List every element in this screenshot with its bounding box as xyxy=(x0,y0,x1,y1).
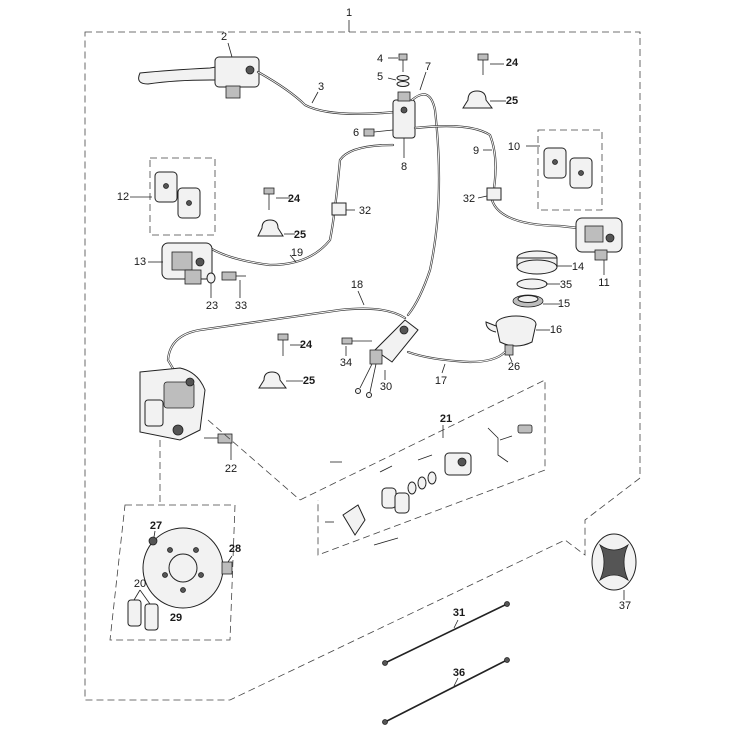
rear-caliper-link xyxy=(207,419,301,501)
callout-c35: 35 xyxy=(560,279,572,291)
callout-c29: 29 xyxy=(170,612,182,624)
assembly-boundary xyxy=(84,31,641,701)
pads-20[interactable] xyxy=(127,599,159,631)
callout-c8: 8 xyxy=(401,161,407,173)
callout-c22: 22 xyxy=(225,463,237,475)
washer-23 xyxy=(206,272,216,284)
clamp-32-right xyxy=(486,187,502,201)
callout-c17: 17 xyxy=(435,375,447,387)
callout-c23: 23 xyxy=(206,300,218,312)
callout-c24b: 24 xyxy=(506,57,519,69)
callout-c36: 36 xyxy=(453,667,465,679)
bolt-24-mid xyxy=(277,333,289,356)
cable-36[interactable] xyxy=(382,657,510,725)
callout-c13: 13 xyxy=(134,256,146,268)
proportioning-valve[interactable] xyxy=(392,91,416,158)
callout-c16: 16 xyxy=(550,324,562,336)
pads-box-left xyxy=(149,157,216,236)
bolt-6 xyxy=(363,128,394,137)
callout-c21: 21 xyxy=(440,413,452,425)
bolt-4 xyxy=(388,53,408,72)
bolt-24-top xyxy=(477,53,489,75)
bolt-28 xyxy=(221,561,233,575)
callout-c11: 11 xyxy=(598,277,609,289)
callout-c25c: 25 xyxy=(303,375,315,387)
diaphragm-15 xyxy=(512,294,544,308)
repair-kit-box xyxy=(299,379,546,556)
bolt-22 xyxy=(204,433,233,460)
callout-c20: 20 xyxy=(134,578,146,590)
callout-c30: 30 xyxy=(380,381,392,393)
callout-c1: 1 xyxy=(346,7,352,19)
callout-c19: 19 xyxy=(291,247,303,259)
master-cylinder-30[interactable] xyxy=(355,319,419,398)
bolt-33 xyxy=(221,271,246,298)
nut-27 xyxy=(148,536,158,546)
callout-c32a: 32 xyxy=(359,205,371,217)
callout-c24c: 24 xyxy=(300,339,313,351)
callout-c14: 14 xyxy=(572,261,584,273)
reservoir-16[interactable] xyxy=(485,315,537,347)
disc-box xyxy=(109,504,236,641)
brake-disc-29[interactable] xyxy=(142,527,224,609)
callout-c5: 5 xyxy=(377,71,383,83)
callout-c12: 12 xyxy=(117,191,129,203)
clip-25-left xyxy=(257,219,284,237)
pads-box-right xyxy=(537,129,603,211)
disc-guard-37[interactable] xyxy=(591,533,637,591)
clip-25-top xyxy=(462,90,493,109)
callout-c2: 2 xyxy=(221,31,227,43)
callout-c34: 34 xyxy=(340,357,352,369)
callout-c37: 37 xyxy=(619,600,631,612)
gasket-35 xyxy=(516,278,548,290)
brake-lever[interactable] xyxy=(138,42,260,99)
clamp-32-left xyxy=(331,202,347,216)
callout-c6: 6 xyxy=(353,127,359,139)
callout-c33: 33 xyxy=(235,300,247,312)
callout-c9: 9 xyxy=(473,145,479,157)
clip-25-mid xyxy=(258,371,287,389)
repair-kit-21[interactable] xyxy=(325,424,533,546)
callout-c25a: 25 xyxy=(294,229,306,241)
brake-pads-12[interactable] xyxy=(154,171,201,219)
fitting-26 xyxy=(504,344,514,356)
reservoir-cap-14[interactable] xyxy=(516,250,558,275)
bolt-24-left xyxy=(263,187,275,210)
callout-c10: 10 xyxy=(508,141,520,153)
callout-c3: 3 xyxy=(318,81,324,93)
callout-c25b: 25 xyxy=(506,95,518,107)
caliper-11[interactable] xyxy=(575,217,623,261)
callout-c28: 28 xyxy=(229,543,241,555)
callout-c26: 26 xyxy=(508,361,520,373)
washers-5 xyxy=(387,75,410,87)
callout-c7: 7 xyxy=(425,61,431,73)
brake-pads-10[interactable] xyxy=(543,147,593,189)
callout-c15: 15 xyxy=(558,298,570,310)
bolt-34 xyxy=(341,337,372,345)
callout-c27: 27 xyxy=(150,520,162,532)
callout-c4: 4 xyxy=(377,53,383,65)
callout-c31: 31 xyxy=(453,607,465,619)
hose-3 xyxy=(256,70,397,115)
caliper-13[interactable] xyxy=(161,242,213,285)
cable-31[interactable] xyxy=(382,601,510,666)
callout-c32b: 32 xyxy=(463,193,475,205)
callout-c24a: 24 xyxy=(288,193,301,205)
hose-17 xyxy=(406,350,507,364)
callout-c18: 18 xyxy=(351,279,363,291)
rear-caliper[interactable] xyxy=(139,367,206,441)
